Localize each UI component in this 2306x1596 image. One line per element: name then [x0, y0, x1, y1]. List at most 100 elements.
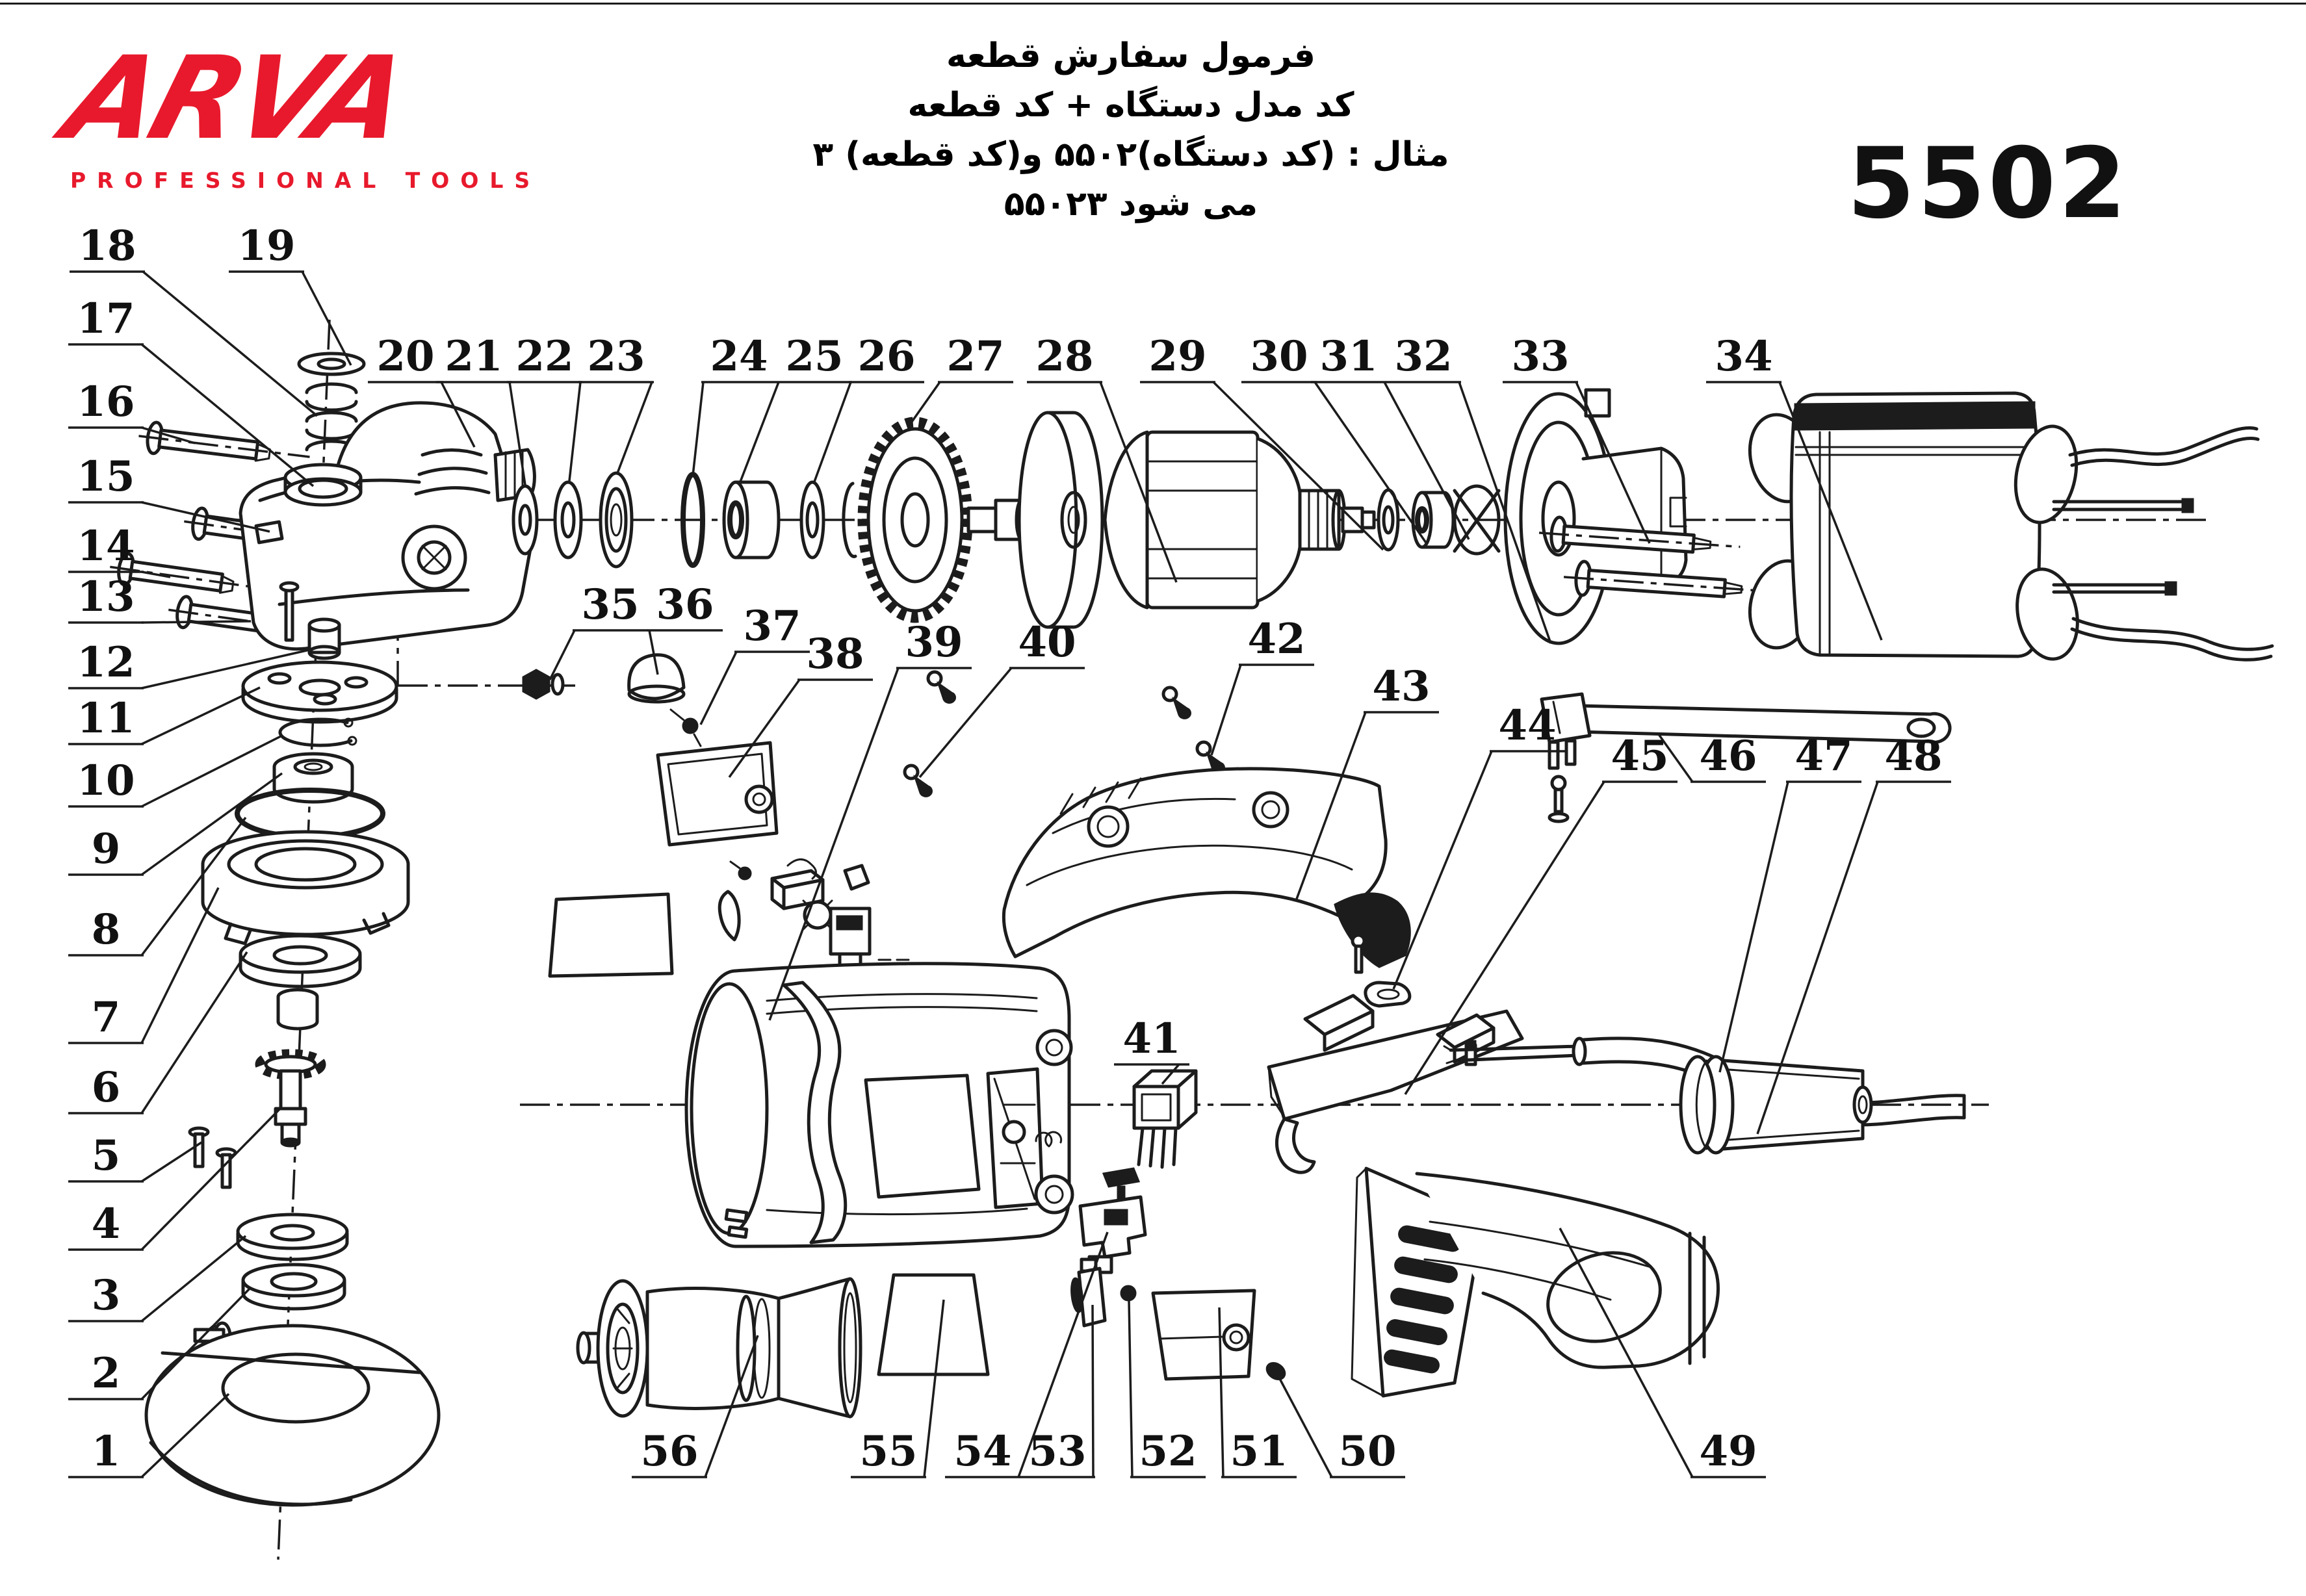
name-label-55	[877, 1273, 990, 1376]
screws-42	[1161, 686, 1225, 774]
part-label-2: 2	[92, 1349, 121, 1398]
pin-wrench-46	[1540, 692, 1952, 823]
part-leader-48	[1756, 781, 1879, 1135]
spindle-flange-11	[241, 660, 398, 724]
gear-head-housing	[239, 401, 537, 651]
bearing-cover-7	[201, 830, 410, 946]
ordering-line-1: فرمول سفارش قطعه	[946, 36, 1315, 75]
part-leader-19	[301, 271, 352, 366]
pin-40	[903, 764, 933, 797]
part-label-25: 25	[785, 332, 843, 381]
cap-50	[1265, 1362, 1286, 1380]
part-label-39: 39	[905, 618, 963, 667]
part-leader-16	[141, 426, 196, 444]
part-leader-40	[918, 667, 1013, 779]
circlip-10	[278, 717, 357, 747]
part-label-11: 11	[77, 694, 135, 743]
part-label-46: 46	[1699, 732, 1757, 780]
part-label-23: 23	[587, 332, 645, 381]
part-label-33: 33	[1511, 332, 1569, 381]
washer-21	[512, 484, 539, 556]
motor-housing-39	[684, 962, 1074, 1248]
bearing-plate-32	[1503, 388, 1688, 645]
part-label-43: 43	[1372, 662, 1430, 711]
washer-22	[553, 480, 583, 560]
part-label-24: 24	[710, 332, 768, 381]
terminal-block-41	[1132, 1069, 1198, 1169]
support-disc	[1017, 411, 1104, 629]
part-label-29: 29	[1148, 332, 1206, 381]
rear-handle-49	[1351, 1166, 1720, 1398]
screw-16	[138, 420, 310, 462]
ordering-instructions: فرمول سفارش قطعه کد مدل دستگاه + کد قطعه…	[786, 31, 1475, 229]
handle-cover-43	[1002, 767, 1411, 968]
side-handle-56	[576, 1277, 862, 1419]
part-label-53: 53	[1028, 1427, 1086, 1476]
part-leader-7	[140, 887, 220, 1044]
part-leader-17	[140, 343, 315, 487]
baffle-plate	[548, 892, 674, 978]
main-gear	[857, 417, 973, 623]
part-label-38: 38	[806, 630, 864, 678]
carbon-brush	[718, 858, 825, 942]
clamp-flange-2	[241, 1263, 346, 1311]
part-leader-56	[704, 1335, 759, 1478]
part-leader-3	[140, 1235, 247, 1322]
part-leader-30	[1314, 381, 1429, 545]
stator-34	[1748, 391, 2274, 662]
cable-gland-48	[1679, 1055, 1873, 1155]
part-label-51: 51	[1230, 1427, 1288, 1476]
part-label-40: 40	[1018, 618, 1076, 667]
switch-box-51	[1151, 1289, 1256, 1381]
part-label-42: 42	[1247, 615, 1305, 663]
armature-28	[1103, 430, 1376, 610]
part-label-1: 1	[92, 1427, 121, 1476]
brush-cover-38	[656, 741, 779, 847]
part-label-37: 37	[743, 602, 801, 650]
part-leader-47	[1718, 781, 1789, 1073]
part-leader-42	[1210, 664, 1242, 756]
part-label-56: 56	[640, 1427, 698, 1476]
part-leader-29	[1212, 381, 1384, 551]
bearing-25	[722, 480, 781, 560]
brand-tagline: PROFESSIONAL TOOLS	[70, 168, 541, 193]
pin-52	[1120, 1285, 1137, 1302]
part-leader-46	[1657, 733, 1694, 783]
part-label-22: 22	[515, 332, 573, 381]
part-label-17: 17	[77, 294, 135, 343]
part-leader-36	[648, 630, 659, 675]
part-label-26: 26	[857, 332, 915, 381]
part-label-19: 19	[237, 222, 295, 270]
top-border	[0, 3, 2306, 5]
screws-33	[1538, 515, 1772, 598]
part-leader-27	[907, 381, 941, 428]
part-label-50: 50	[1338, 1427, 1396, 1476]
spindle-gear-4	[255, 1049, 326, 1148]
part-label-7: 7	[92, 993, 121, 1042]
part-leader-26	[812, 381, 852, 484]
part-leader-14	[141, 571, 171, 578]
part-leader-15	[141, 501, 270, 533]
part-leader-24	[692, 381, 705, 476]
part-leader-43	[1295, 712, 1367, 901]
part-leader-12	[141, 649, 310, 689]
part-label-30: 30	[1250, 332, 1308, 381]
part-label-55: 55	[859, 1427, 917, 1476]
model-number: 5502	[1847, 127, 2129, 240]
part-label-31: 31	[1319, 332, 1377, 381]
contact-pad-44	[1351, 933, 1412, 1008]
crossed-part-31	[1453, 484, 1501, 556]
part-label-47: 47	[1794, 732, 1852, 780]
part-label-3: 3	[92, 1271, 121, 1320]
part-label-10: 10	[77, 756, 135, 805]
part-label-36: 36	[656, 580, 714, 629]
part-leader-6	[140, 951, 248, 1114]
part-label-8: 8	[92, 905, 121, 954]
part-leader-52	[1128, 1300, 1134, 1478]
part-label-27: 27	[946, 332, 1004, 381]
part-leader-50	[1276, 1374, 1333, 1478]
part-leader-34	[1778, 381, 1883, 641]
part-leader-33	[1575, 381, 1651, 544]
part-leader-39	[768, 667, 900, 1021]
